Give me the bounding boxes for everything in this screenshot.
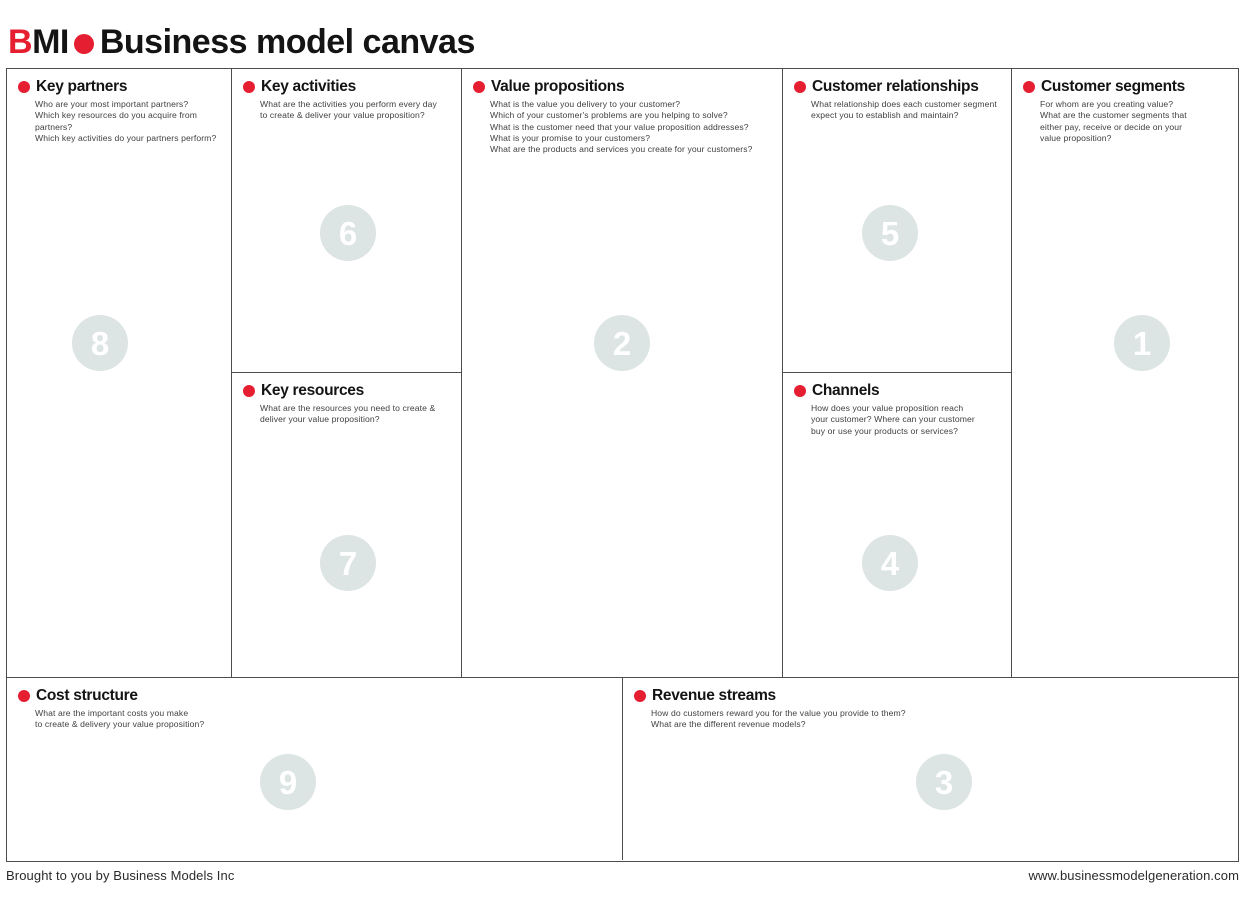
section-header: Channels	[783, 373, 1011, 400]
section-customer-relationships: Customer relationships What relationship…	[783, 69, 1011, 373]
section-number-badge: 5	[862, 205, 918, 261]
footer: Brought to you by Business Models Inc ww…	[6, 868, 1239, 883]
footer-website-text: www.businessmodelgeneration.com	[1028, 868, 1239, 883]
section-key-activities: Key activities What are the activities y…	[232, 69, 461, 373]
footer-credit-text: Brought to you by Business Models Inc	[6, 868, 235, 883]
section-title: Channels	[812, 382, 880, 399]
column-key-activities-resources: Key activities What are the activities y…	[232, 69, 462, 677]
section-description: What is the value you delivery to your c…	[490, 98, 753, 155]
canvas-grid: Key partners Who are your most important…	[6, 68, 1239, 862]
red-dot-icon	[634, 689, 646, 702]
column-relationships-channels: Customer relationships What relationship…	[783, 69, 1012, 677]
red-dot-icon	[243, 80, 255, 93]
section-title: Key partners	[36, 78, 128, 95]
canvas-top-row: Key partners Who are your most important…	[7, 69, 1238, 677]
section-number-badge: 3	[916, 754, 972, 810]
section-key-resources: Key resources What are the resources you…	[232, 373, 461, 677]
section-number-badge: 6	[320, 205, 376, 261]
section-value-propositions: Value propositions What is the value you…	[462, 69, 783, 677]
section-cost-structure: Cost structure What are the important co…	[7, 678, 623, 860]
section-title: Revenue streams	[652, 687, 776, 704]
section-title: Value propositions	[491, 78, 625, 95]
red-dot-icon	[794, 80, 806, 93]
section-header: Key activities	[232, 69, 461, 96]
section-channels: Channels How does your value proposition…	[783, 373, 1011, 677]
section-header: Customer segments	[1012, 69, 1238, 96]
page-title: Business model canvas	[99, 23, 476, 61]
section-header: Customer relationships	[783, 69, 1011, 96]
red-dot-icon	[18, 689, 30, 702]
section-description: For whom are you creating value? What ar…	[1040, 98, 1187, 143]
section-header: Key partners	[7, 69, 231, 96]
section-number-badge: 7	[320, 535, 376, 591]
section-header: Cost structure	[7, 678, 622, 705]
section-number-badge: 9	[260, 754, 316, 810]
section-description: What are the resources you need to creat…	[260, 402, 436, 425]
red-dot-icon	[794, 384, 806, 397]
logo-letters-mi: MI	[32, 23, 69, 61]
section-description: Who are your most important partners? Wh…	[35, 98, 217, 143]
red-dot-icon	[473, 80, 485, 93]
section-title: Customer relationships	[812, 78, 979, 95]
logo-dot-icon	[73, 34, 94, 54]
section-description: What relationship does each customer seg…	[811, 98, 997, 121]
section-title: Customer segments	[1041, 78, 1185, 95]
red-dot-icon	[18, 80, 30, 93]
section-number-badge: 2	[594, 315, 650, 371]
section-header: Key resources	[232, 373, 461, 400]
section-header: Value propositions	[462, 69, 782, 96]
section-title: Key resources	[261, 382, 364, 399]
section-title: Key activities	[261, 78, 356, 95]
red-dot-icon	[243, 384, 255, 397]
section-description: How do customers reward you for the valu…	[651, 707, 906, 730]
section-number-badge: 1	[1114, 315, 1170, 371]
section-key-partners: Key partners Who are your most important…	[7, 69, 232, 677]
section-header: Revenue streams	[623, 678, 1238, 705]
canvas-bottom-row: Cost structure What are the important co…	[7, 677, 1238, 860]
section-description: What are the important costs you make to…	[35, 707, 205, 730]
section-customer-segments: Customer segments For whom are you creat…	[1012, 69, 1238, 677]
section-description: What are the activities you perform ever…	[260, 98, 437, 121]
section-number-badge: 4	[862, 535, 918, 591]
logo-letter-b: B	[8, 23, 33, 61]
red-dot-icon	[1023, 80, 1035, 93]
section-title: Cost structure	[36, 687, 138, 704]
section-number-badge: 8	[72, 315, 128, 371]
section-description: How does your value proposition reach yo…	[811, 402, 975, 436]
section-revenue-streams: Revenue streams How do customers reward …	[623, 678, 1238, 860]
